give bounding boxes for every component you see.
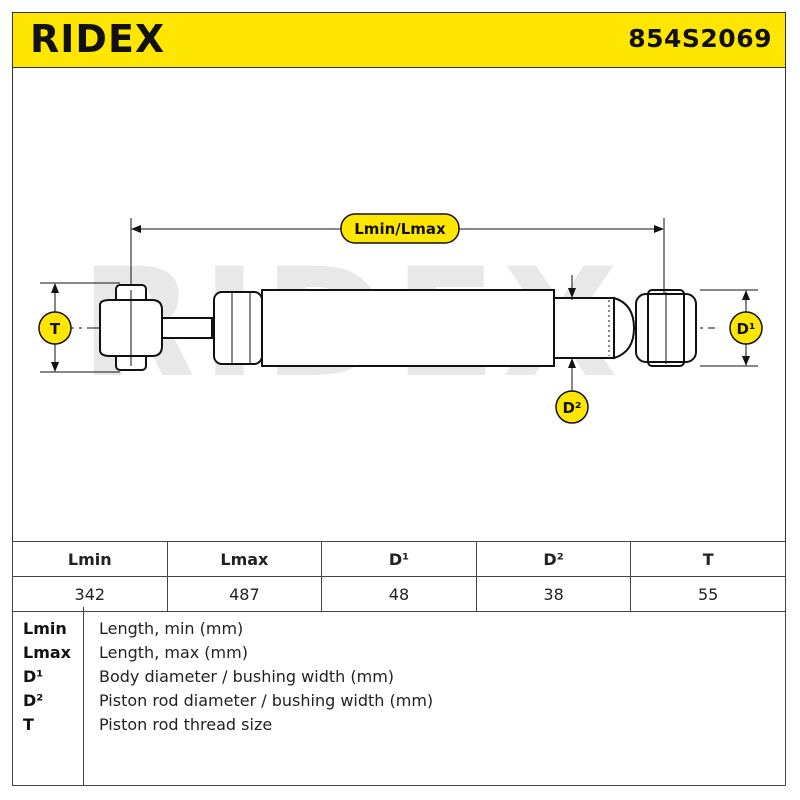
spec-value-d2: 38: [475, 576, 632, 612]
spec-header-lmax: Lmax: [166, 541, 323, 577]
length-label: Lmin/Lmax: [354, 220, 446, 238]
legend-row: Lmin Length, min (mm): [13, 619, 787, 643]
spec-header-lmin: Lmin: [12, 541, 168, 577]
legend-key: Lmin: [23, 619, 67, 638]
body-diameter-badge: [729, 311, 763, 345]
header-bar: [12, 12, 786, 68]
lower-tube: [553, 297, 615, 359]
legend-desc: Body diameter / bushing width (mm): [99, 667, 395, 686]
piston-rod: [161, 317, 213, 339]
shock-body: [261, 289, 555, 367]
rod-diameter-badge: [555, 390, 589, 424]
lower-tube-end: [613, 296, 636, 360]
thread-label: T: [50, 320, 61, 338]
dust-cap: [213, 291, 263, 365]
legend-key: T: [23, 715, 34, 734]
length-arrow-right: [654, 225, 664, 233]
legend-row: T Piston rod thread size: [13, 715, 787, 739]
rod-diameter-label: D²: [562, 399, 581, 417]
part-number: 854S2069: [628, 24, 772, 53]
logo-text: RIDEX: [30, 18, 165, 58]
spec-header-d2: D²: [475, 541, 632, 577]
rod-diameter-arrow-top: [568, 288, 576, 298]
thread-arrow-top: [51, 283, 59, 293]
legend-desc: Length, max (mm): [99, 643, 248, 662]
spec-value-d1: 48: [321, 576, 477, 612]
spec-value-lmax: 487: [166, 576, 323, 612]
body-diameter-arrow-top: [742, 290, 750, 300]
right-mount-sleeve: [647, 289, 685, 367]
legend-row: Lmax Length, max (mm): [13, 643, 787, 667]
length-arrow-left: [131, 225, 141, 233]
legend-box: Lmin Length, min (mm) Lmax Length, max (…: [12, 607, 786, 786]
spec-header-d1: D¹: [321, 541, 477, 577]
legend-key: D²: [23, 691, 44, 710]
spec-header-row: Lmin Lmax D¹ D² T: [12, 541, 786, 577]
spec-header-t: T: [630, 541, 786, 577]
legend-row: D² Piston rod diameter / bushing width (…: [13, 691, 787, 715]
legend-row: D¹ Body diameter / bushing width (mm): [13, 667, 787, 691]
body-diameter-arrow-bottom: [742, 356, 750, 366]
body-diameter-label: D¹: [736, 320, 755, 338]
rod-diameter-arrow-bottom: [568, 358, 576, 368]
thread-arrow-bottom: [51, 362, 59, 372]
spec-value-t: 55: [630, 576, 786, 612]
legend-divider: [83, 607, 84, 785]
spec-value-row: 342 487 48 38 55: [12, 576, 786, 612]
legend-key: D¹: [23, 667, 44, 686]
thread-badge: [38, 311, 72, 345]
spec-table: Lmin Lmax D¹ D² T 342 487 48 38 55: [12, 541, 786, 612]
legend-desc: Piston rod diameter / bushing width (mm): [99, 691, 434, 710]
legend-key: Lmax: [23, 643, 71, 662]
legend-desc: Length, min (mm): [99, 619, 244, 638]
length-badge: [340, 213, 460, 244]
legend-desc: Piston rod thread size: [99, 715, 273, 734]
spec-value-lmin: 342: [12, 576, 168, 612]
ridex-logo: RIDEX: [30, 18, 165, 58]
